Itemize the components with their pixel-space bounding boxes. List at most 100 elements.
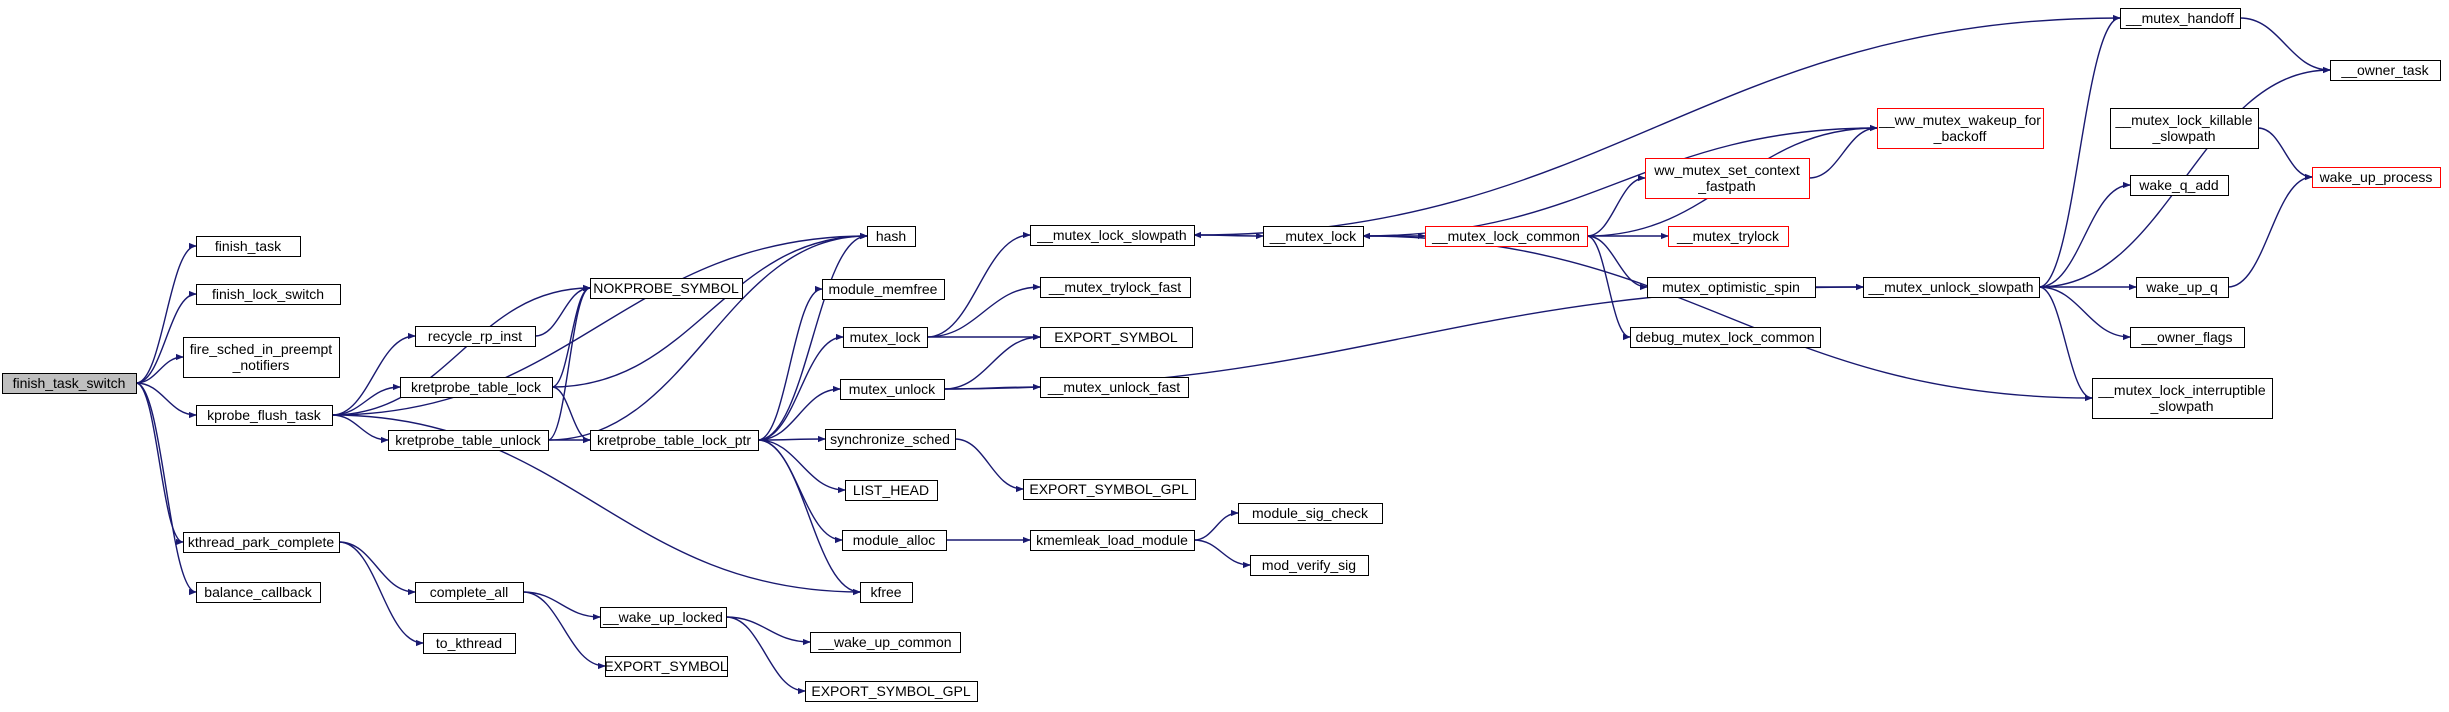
node-export-symbol-gpl-a[interactable]: EXPORT_SYMBOL_GPL	[1023, 479, 1196, 500]
node-finish-task-switch[interactable]: finish_task_switch	[2, 373, 137, 394]
node-box	[196, 236, 301, 257]
node-box	[1040, 277, 1191, 298]
node-label: __mutex_lock_interruptible	[2097, 382, 2266, 398]
node-box	[860, 582, 913, 603]
node-mutex-lock-common[interactable]: __mutex_lock_common	[1425, 226, 1588, 247]
node-mutex-unlock-fast[interactable]: __mutex_unlock_fast	[1040, 377, 1189, 398]
node-label: __owner_task	[2340, 62, 2429, 78]
node-box	[2092, 378, 2273, 419]
node-balance-callback[interactable]: balance_callback	[196, 582, 321, 603]
node-export-symbol-b[interactable]: EXPORT_SYMBOL	[604, 656, 728, 677]
node-box	[810, 632, 961, 653]
node-mutex-lock[interactable]: mutex_lock	[843, 327, 928, 348]
node-module-memfree[interactable]: module_memfree	[822, 279, 945, 300]
node-kthread-park-complete[interactable]: kthread_park_complete	[183, 532, 340, 553]
node-mutex-trylock-fast[interactable]: __mutex_trylock_fast	[1040, 277, 1191, 298]
edge-ww-mutex-set-context-to-ww-mutex-wakeup	[1808, 124, 1878, 179]
node-label: kfree	[870, 584, 901, 600]
node-label: EXPORT_SYMBOL	[1054, 329, 1178, 345]
edge-mutex-unlock-slowpath-to-mutex-lock-interruptible	[2038, 286, 2093, 402]
node-nokprobe-symbol[interactable]: NOKPROBE_SYMBOL	[590, 278, 743, 299]
node-export-symbol-a[interactable]: EXPORT_SYMBOL	[1040, 327, 1193, 348]
node-kretprobe-table-lock-ptr[interactable]: kretprobe_table_lock_ptr	[590, 430, 759, 451]
node-label: module_memfree	[829, 281, 938, 297]
edge-wake-up-q-to-wake-up-process	[2227, 173, 2313, 288]
edge-kthread-park-complete-to-to-kthread	[338, 541, 424, 647]
node-kprobe-flush-task[interactable]: kprobe_flush_task	[196, 405, 333, 426]
edge-mutex-lock-to-mutex-trylock-fast	[926, 283, 1041, 338]
node-label: EXPORT_SYMBOL_GPL	[1029, 481, 1188, 497]
node-recycle-rp-inst[interactable]: recycle_rp_inst	[415, 326, 536, 347]
node-owner-flags[interactable]: __owner_flags	[2130, 327, 2245, 348]
edge-kretprobe-table-lock-to-nokprobe-symbol	[551, 284, 591, 388]
node-label: to_kthread	[436, 635, 502, 651]
node-label: __mutex_unlock_fast	[1047, 379, 1180, 395]
node-label: kretprobe_table_lock_ptr	[597, 432, 751, 448]
node-owner-task[interactable]: __owner_task	[2330, 60, 2441, 81]
node-label: __ww_mutex_wakeup_for	[1878, 112, 2041, 128]
node-mutex-lock-killable[interactable]: __mutex_lock_killable_slowpath	[2110, 108, 2259, 149]
edge-mutex-unlock-slowpath-to-owner-flags	[2038, 286, 2131, 341]
node-wake-up-common[interactable]: __wake_up_common	[810, 632, 961, 653]
node-kretprobe-table-unlock[interactable]: kretprobe_table_unlock	[388, 430, 549, 451]
node-ww-mutex-wakeup[interactable]: __ww_mutex_wakeup_for_backoff	[1877, 108, 2044, 149]
node-box	[1668, 226, 1789, 247]
node-hash[interactable]: hash	[867, 226, 916, 247]
node-box	[196, 405, 333, 426]
node-mod-verify-sig[interactable]: mod_verify_sig	[1250, 555, 1369, 576]
node-wake-up-process[interactable]: wake_up_process	[2312, 167, 2441, 188]
node-box	[196, 284, 341, 305]
edge-kretprobe-table-lock-ptr-to-mutex-unlock	[757, 385, 841, 441]
edge-kprobe-flush-task-to-recycle-rp-inst	[331, 332, 416, 416]
node-box	[1023, 479, 1196, 500]
node-label: finish_task_switch	[13, 375, 126, 391]
node-box	[1238, 503, 1383, 524]
node-complete-all[interactable]: complete_all	[415, 582, 524, 603]
node-label: complete_all	[430, 584, 509, 600]
node-box	[590, 430, 759, 451]
node-label: balance_callback	[204, 584, 312, 600]
node-mutex-unlock[interactable]: mutex_unlock	[840, 379, 945, 400]
edge-kretprobe-table-lock-to-hash	[551, 232, 868, 388]
node-mutex-lock-inner[interactable]: __mutex_lock	[1263, 226, 1364, 247]
node-label: NOKPROBE_SYMBOL	[593, 280, 739, 296]
node-kfree[interactable]: kfree	[860, 582, 913, 603]
node-mutex-lock-slowpath[interactable]: __mutex_lock_slowpath	[1030, 225, 1195, 246]
node-finish-task[interactable]: finish_task	[196, 236, 301, 257]
edge-kretprobe-table-lock-ptr-to-list-head	[757, 439, 846, 494]
node-kretprobe-table-lock[interactable]: kretprobe_table_lock	[400, 377, 553, 398]
node-list-head[interactable]: LIST_HEAD	[845, 480, 938, 501]
node-debug-mutex-lock-common[interactable]: debug_mutex_lock_common	[1630, 327, 1821, 348]
node-label: _slowpath	[2151, 128, 2215, 144]
node-mutex-unlock-slowpath[interactable]: __mutex_unlock_slowpath	[1863, 277, 2040, 298]
node-wake-up-locked[interactable]: __wake_up_locked	[600, 607, 727, 628]
edge-kprobe-flush-task-to-kretprobe-table-lock	[331, 383, 401, 416]
node-mutex-optimistic-spin[interactable]: mutex_optimistic_spin	[1647, 277, 1816, 298]
node-mutex-handoff[interactable]: __mutex_handoff	[2120, 8, 2241, 29]
node-label: module_alloc	[853, 532, 936, 548]
edge-kretprobe-table-lock-ptr-to-hash	[757, 232, 868, 441]
node-module-sig-check[interactable]: module_sig_check	[1238, 503, 1383, 524]
node-wake-up-q[interactable]: wake_up_q	[2136, 277, 2229, 298]
node-to-kthread[interactable]: to_kthread	[423, 633, 516, 654]
node-synchronize-sched[interactable]: synchronize_sched	[825, 429, 956, 450]
node-box	[842, 530, 947, 551]
edge-finish-task-switch-to-balance-callback	[135, 382, 197, 596]
node-label: mutex_optimistic_spin	[1662, 279, 1800, 295]
node-mutex-trylock[interactable]: __mutex_trylock	[1668, 226, 1789, 247]
node-box	[2120, 8, 2241, 29]
node-box	[1425, 226, 1588, 247]
node-ww-mutex-set-context[interactable]: ww_mutex_set_context_fastpath	[1645, 158, 1810, 199]
node-fire-sched[interactable]: fire_sched_in_preempt_notifiers	[183, 337, 340, 378]
node-label: module_sig_check	[1252, 505, 1369, 521]
node-module-alloc[interactable]: module_alloc	[842, 530, 947, 551]
node-export-symbol-gpl-b[interactable]: EXPORT_SYMBOL_GPL	[805, 681, 978, 702]
node-mutex-lock-interruptible[interactable]: __mutex_lock_interruptible_slowpath	[2092, 378, 2273, 419]
node-kmemleak-load-module[interactable]: kmemleak_load_module	[1030, 530, 1195, 551]
edge-finish-task-switch-to-kprobe-flush-task	[135, 382, 197, 419]
node-label: recycle_rp_inst	[428, 328, 522, 344]
node-box	[1645, 158, 1810, 199]
node-finish-lock-switch[interactable]: finish_lock_switch	[196, 284, 341, 305]
node-wake-q-add[interactable]: wake_q_add	[2130, 175, 2229, 196]
